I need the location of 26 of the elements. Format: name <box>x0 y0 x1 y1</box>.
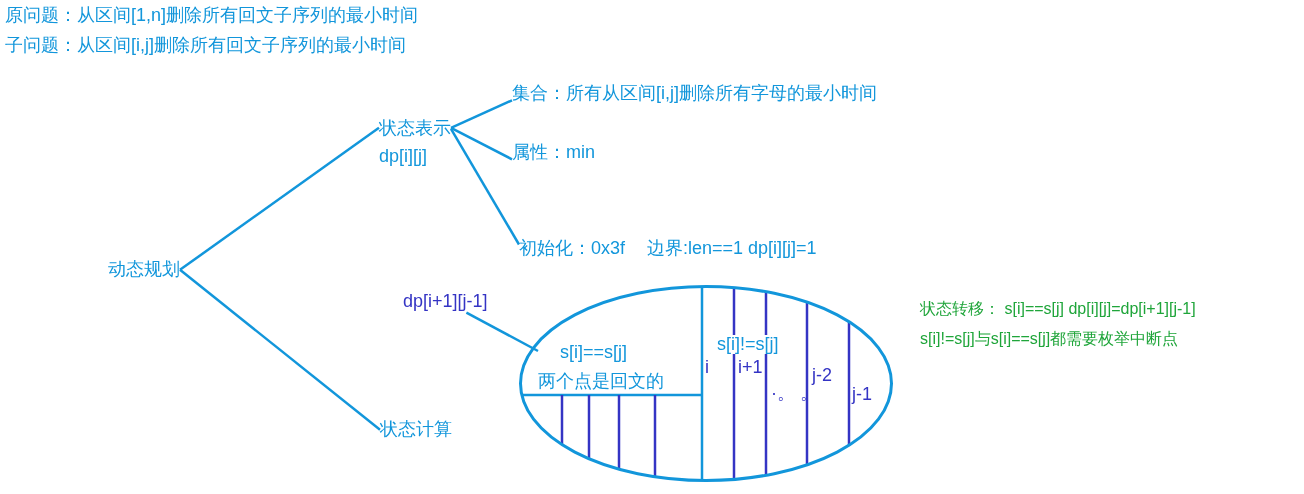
transition-note: s[i]!=s[j]与s[i]==s[j]都需要枚举中断点 <box>920 329 1179 349</box>
connector-line <box>449 128 521 246</box>
problem-statement: 原问题：从区间[1,n]删除所有回文子序列的最小时间 <box>5 5 419 27</box>
topic-label: 状态表示 <box>379 118 451 140</box>
formula-text: dp[i][j] <box>379 145 429 168</box>
index-label: i <box>705 357 709 379</box>
transition-note: 状态转移： s[i]==s[j] dp[i][j]=dp[i+1][j-1] <box>920 299 1196 319</box>
index-label: j-2 <box>812 365 832 387</box>
connector-line <box>450 99 513 129</box>
case-label: s[i]==s[j] <box>560 342 629 364</box>
topic-label: 状态计算 <box>380 419 452 441</box>
note-text: 两个点是回文的 <box>538 370 664 393</box>
connector-line <box>450 126 513 161</box>
formula-text: dp[i+1][j-1] <box>403 291 488 313</box>
problem-statement: 子问题：从区间[i,j]删除所有回文子序列的最小时间 <box>5 35 406 57</box>
subtopic-label: 初始化：0x3f <box>519 238 626 260</box>
leader-line <box>465 311 539 353</box>
root-topic-label: 动态规划 <box>108 259 180 281</box>
index-label: i+1 <box>738 357 763 379</box>
connector-line <box>179 126 380 271</box>
subtopic-label: 集合：所有从区间[i,j]删除所有字母的最小时间 <box>512 83 877 105</box>
connector-line <box>179 268 381 431</box>
index-label: j-1 <box>852 384 872 406</box>
subtopic-label: 属性：min <box>512 142 595 164</box>
case-label: s[i]!=s[j] <box>717 335 779 354</box>
note-text: 边界:len==1 dp[i][j]=1 <box>647 238 817 260</box>
